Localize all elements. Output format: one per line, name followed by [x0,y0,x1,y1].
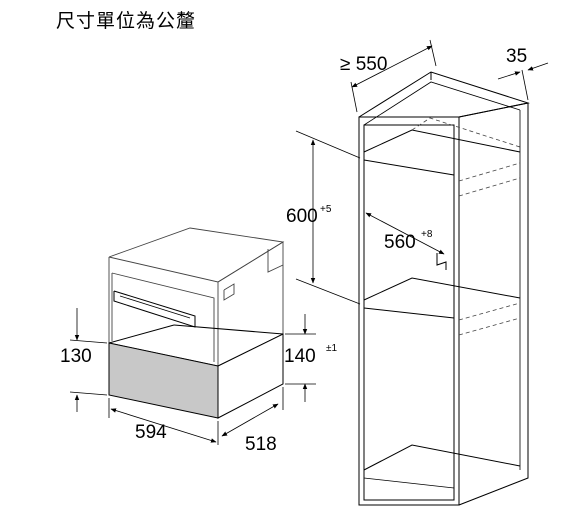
dim-594: 594 [108,398,219,445]
dim-35: 35 [497,46,549,101]
dim-518-label: 518 [245,434,277,455]
dim-560-tolerance: +8 [421,229,433,240]
dim-550: ≥ 550 [340,39,437,113]
dim-600-label: 600 [286,206,318,227]
dim-600-tolerance: +5 [320,204,332,215]
dim-518: 518 [221,387,284,455]
drawer-base [108,324,284,419]
dim-140: 140 ±1 [284,314,337,402]
dim-130: 130 [60,308,108,412]
dim-130-label: 130 [60,346,92,367]
dim-560: 560 +8 [365,212,445,255]
tall-cabinet [358,71,530,506]
dim-35-label: 35 [506,46,527,67]
units-note: 尺寸單位為公釐 [56,10,197,32]
appliance [108,227,285,367]
dim-594-label: 594 [135,422,167,443]
dim-140-tolerance: ±1 [326,343,337,354]
dim-600: 600 +5 [286,130,361,305]
dim-550-label: ≥ 550 [340,54,387,75]
dim-140-label: 140 [284,346,316,367]
dim-560-label: 560 [384,232,416,253]
